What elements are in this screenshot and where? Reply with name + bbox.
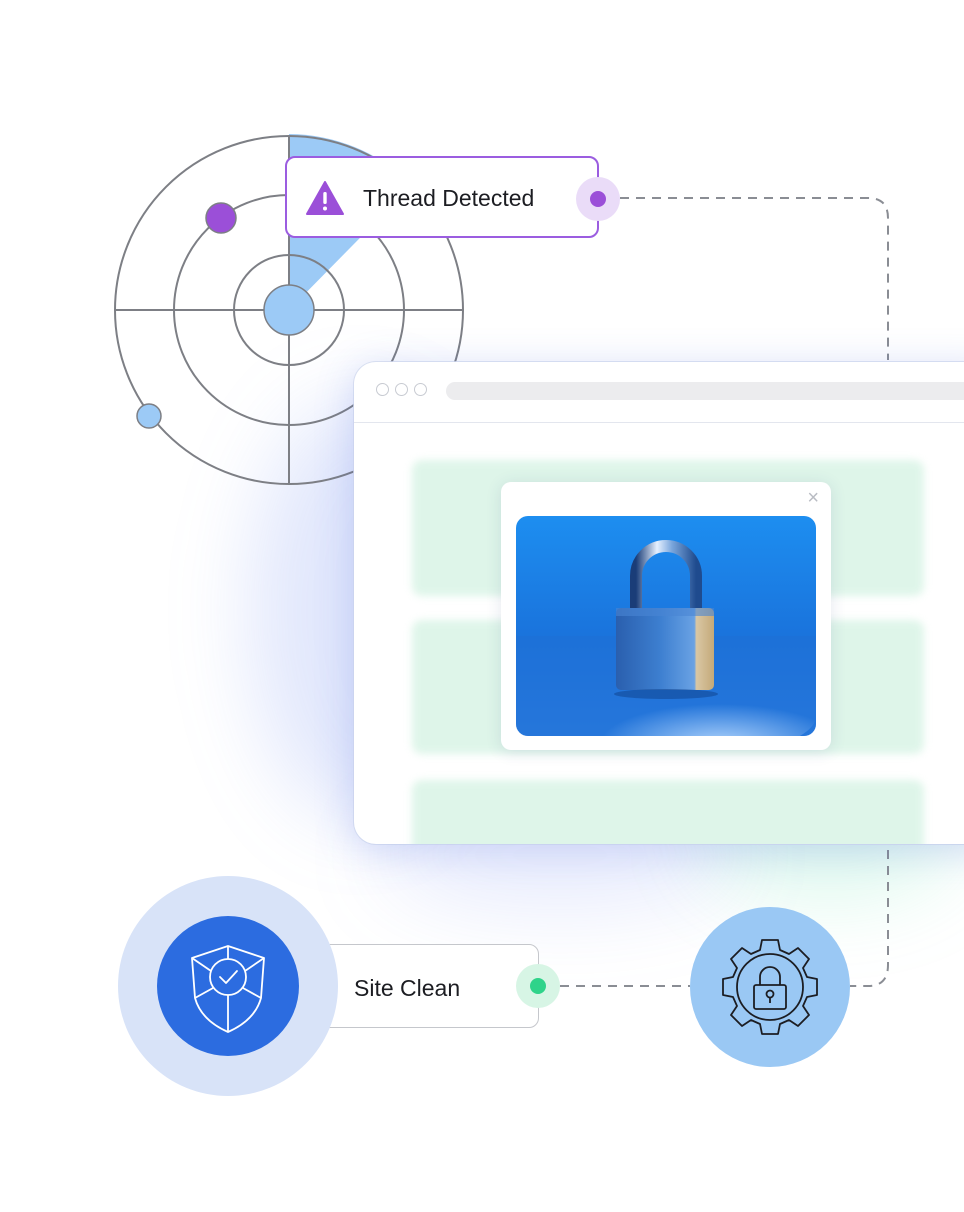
clean-port-dot [530, 978, 546, 994]
gear-lock-node [690, 907, 850, 1067]
padlock-photo [516, 516, 816, 736]
radar-blip-purple [205, 202, 237, 234]
gear-lock-icon [722, 939, 818, 1035]
alert-port-node [576, 177, 620, 221]
browser-toolbar [354, 362, 964, 423]
content-block-3 [412, 780, 924, 844]
shield-node [157, 916, 299, 1056]
gear-connector [850, 850, 889, 987]
window-dot-2[interactable] [395, 383, 408, 396]
warning-triangle-icon [306, 181, 344, 215]
clean-port-node [516, 964, 560, 1008]
window-dot-1[interactable] [376, 383, 389, 396]
radar-blip-blue [136, 403, 162, 429]
alert-connector [620, 197, 889, 360]
threat-alert-card[interactable]: Thread Detected [285, 156, 599, 238]
radar-center [263, 284, 315, 336]
shield-check-icon [191, 945, 265, 1033]
window-dot-3[interactable] [414, 383, 427, 396]
padlock-icon [516, 516, 816, 736]
alert-port-dot [590, 191, 606, 207]
threat-alert-label: Thread Detected [363, 185, 535, 211]
site-clean-label: Site Clean [354, 975, 461, 1001]
close-icon[interactable]: × [807, 487, 819, 509]
address-bar[interactable] [446, 382, 964, 400]
popup-modal: × [501, 482, 831, 750]
